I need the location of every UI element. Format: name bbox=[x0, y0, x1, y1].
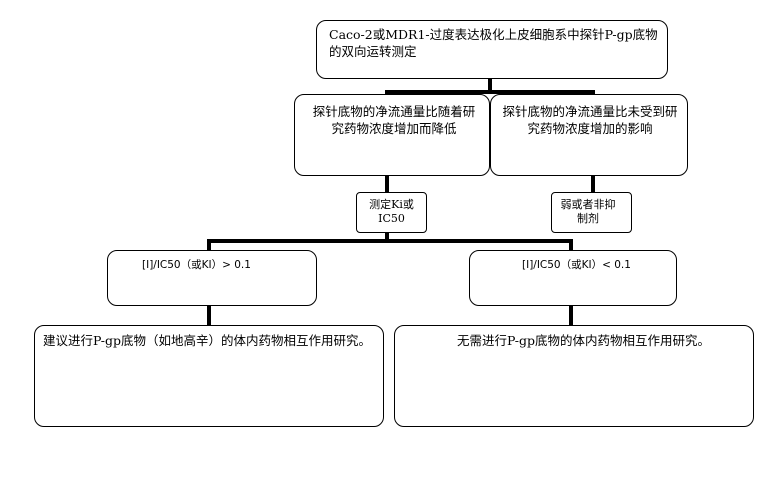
node-no-in-vivo-study-needed: 无需进行P-gp底物的体内药物相互作用研究。 bbox=[394, 325, 754, 427]
connector-cond-low-to-no-need bbox=[569, 305, 573, 327]
connector-top-down bbox=[488, 78, 492, 92]
connector-cond-high-to-recommend bbox=[207, 305, 211, 327]
node-recommend-in-vivo-study: 建议进行P-gp底物（如地高辛）的体内药物相互作用研究。 bbox=[34, 325, 384, 427]
connector-top-branch bbox=[385, 90, 595, 94]
connector-right-branch-down bbox=[591, 90, 595, 96]
connector-left-cond-down bbox=[207, 239, 211, 251]
node-condition-ratio-below: [I]/IC50（或KI）< 0.1 bbox=[469, 250, 677, 306]
connector-right-to-weak bbox=[591, 175, 595, 193]
top-node-text: Caco-2或MDR1-过度表达极化上皮细胞系中探针P-gp底物的双向运转测定 bbox=[329, 27, 658, 59]
connector-measure-down bbox=[385, 232, 389, 242]
node-condition-ratio-above-text: [I]/IC50（或KI）> 0.1 bbox=[142, 259, 251, 271]
node-condition-ratio-above: [I]/IC50（或KI）> 0.1 bbox=[107, 250, 317, 306]
node-condition-ratio-below-text: [I]/IC50（或KI）< 0.1 bbox=[522, 259, 631, 271]
node-no-in-vivo-study-needed-text: 无需进行P-gp底物的体内药物相互作用研究。 bbox=[457, 333, 710, 348]
connector-left-to-measure bbox=[385, 175, 389, 193]
node-measure-ki-ic50: 测定Ki或IC50 bbox=[356, 192, 427, 233]
node-recommend-in-vivo-study-text: 建议进行P-gp底物（如地高辛）的体内药物相互作用研究。 bbox=[43, 333, 371, 348]
node-weak-or-non-inhibitor-text: 弱或者非抑制剂 bbox=[560, 198, 616, 225]
connector-right-cond-down bbox=[569, 239, 573, 251]
node-flux-ratio-unaffected-text: 探针底物的净流通量比未受到研究药物浓度增加的影响 bbox=[502, 104, 678, 136]
connector-left-branch-down bbox=[385, 90, 389, 96]
connector-cond-branch bbox=[207, 239, 573, 243]
node-flux-ratio-decreased-text: 探针底物的净流通量比随着研究药物浓度增加而降低 bbox=[312, 104, 476, 136]
node-flux-ratio-unaffected: 探针底物的净流通量比未受到研究药物浓度增加的影响 bbox=[490, 94, 688, 176]
node-measure-ki-ic50-text: 测定Ki或IC50 bbox=[369, 198, 414, 225]
node-weak-or-non-inhibitor: 弱或者非抑制剂 bbox=[551, 192, 632, 233]
node-flux-ratio-decreased: 探针底物的净流通量比随着研究药物浓度增加而降低 bbox=[294, 94, 490, 176]
top-node-bidirectional-assay: Caco-2或MDR1-过度表达极化上皮细胞系中探针P-gp底物的双向运转测定 bbox=[316, 20, 668, 79]
